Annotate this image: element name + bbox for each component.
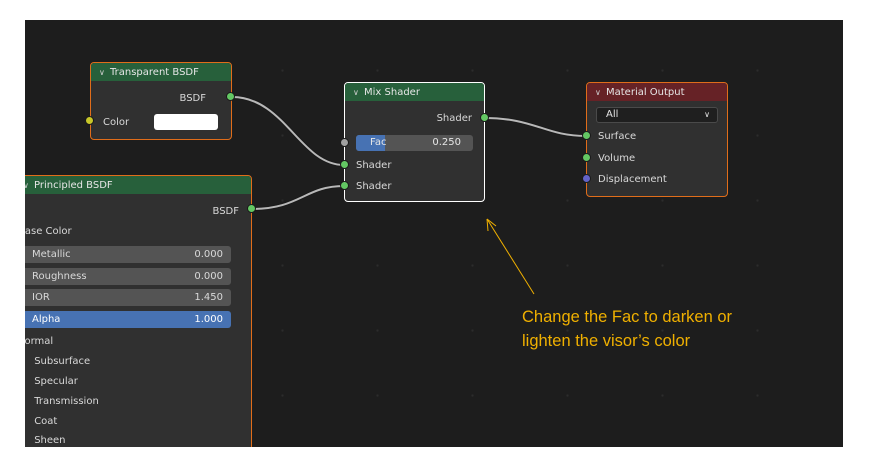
node-links xyxy=(231,95,587,295)
chevron-right-icon: › xyxy=(25,377,27,387)
principled-bsdf-header[interactable]: ∨ Principled BSDF xyxy=(25,176,251,194)
chevron-right-icon: › xyxy=(25,397,27,407)
principled-bsdf-output-socket[interactable] xyxy=(247,204,256,213)
node-title: Transparent BSDF xyxy=(110,66,199,78)
link-transparent-to-mix xyxy=(231,95,345,167)
panel-label: Specular xyxy=(34,376,78,387)
target-value: All xyxy=(606,109,619,120)
mix-shader-1-input-socket[interactable] xyxy=(340,160,349,169)
panel-label: Subsurface xyxy=(34,356,91,367)
mix-shader-2-input-socket[interactable] xyxy=(340,181,349,190)
node-title: Mix Shader xyxy=(364,86,420,98)
chevron-down-icon[interactable]: ∨ xyxy=(99,67,105,77)
material-output-node[interactable]: ∨ Material Output All ∨ Surface Volume D… xyxy=(586,82,728,197)
ior-field[interactable]: IOR 1.450 xyxy=(25,289,231,306)
roughness-value: 0.000 xyxy=(194,271,223,282)
node-title: Material Output xyxy=(606,86,685,98)
link-mix-to-output xyxy=(483,116,587,138)
panel-label: Transmission xyxy=(34,396,99,407)
metallic-field[interactable]: Metallic 0.000 xyxy=(25,246,231,263)
panel-sheen[interactable]: › Sheen xyxy=(25,435,66,446)
alpha-value: 1.000 xyxy=(194,314,223,325)
base-color-label: Base Color xyxy=(25,226,72,237)
ior-label: IOR xyxy=(32,292,50,303)
transparent-color-input-socket[interactable] xyxy=(85,116,94,125)
output-volume-socket[interactable] xyxy=(582,153,591,162)
color-label: Color xyxy=(103,117,130,128)
alpha-field[interactable]: Alpha 1.000 xyxy=(25,311,231,328)
chevron-down-icon[interactable]: ∨ xyxy=(25,180,29,190)
mix-fac-input-socket[interactable] xyxy=(340,138,349,147)
annotation-text: Change the Fac to darken or lighten the … xyxy=(522,305,732,353)
panel-subsurface[interactable]: › Subsurface xyxy=(25,356,90,367)
displacement-label: Displacement xyxy=(598,174,667,185)
panel-coat[interactable]: › Coat xyxy=(25,416,57,427)
normal-label: Normal xyxy=(25,336,54,347)
principled-bsdf-node[interactable]: ∨ Principled BSDF BSDF Base Color Metall… xyxy=(25,175,252,447)
node-title: Principled BSDF xyxy=(34,179,113,191)
panel-transmission[interactable]: › Transmission xyxy=(25,396,99,407)
annotation-line-1: Change the Fac to darken or xyxy=(522,308,733,326)
node-editor-canvas[interactable]: ∨ Transparent BSDF BSDF Color ∨ Mix Shad… xyxy=(25,20,843,447)
chevron-down-icon[interactable]: ∨ xyxy=(353,87,359,97)
panel-specular[interactable]: › Specular xyxy=(25,376,78,387)
transparent-bsdf-node[interactable]: ∨ Transparent BSDF BSDF Color xyxy=(90,62,232,140)
chevron-down-icon[interactable]: ∨ xyxy=(595,87,601,97)
output-bsdf-label: BSDF xyxy=(179,93,206,104)
chevron-right-icon: › xyxy=(25,417,27,427)
output-shader-label: Shader xyxy=(436,113,472,124)
fac-slider[interactable]: Fac 0.250 xyxy=(356,135,473,151)
metallic-label: Metallic xyxy=(32,249,71,260)
annotation-arrow-head xyxy=(486,218,497,232)
chevron-right-icon: › xyxy=(25,357,27,367)
mix-shader-header[interactable]: ∨ Mix Shader xyxy=(345,83,484,101)
output-surface-socket[interactable] xyxy=(582,131,591,140)
mix-output-socket[interactable] xyxy=(480,113,489,122)
input-shader-1-label: Shader xyxy=(356,160,392,171)
output-displacement-socket[interactable] xyxy=(582,174,591,183)
mix-shader-node[interactable]: ∨ Mix Shader Shader Fac 0.250 Shader Sha… xyxy=(344,82,485,202)
roughness-field[interactable]: Roughness 0.000 xyxy=(25,268,231,285)
metallic-value: 0.000 xyxy=(194,249,223,260)
transparent-bsdf-header[interactable]: ∨ Transparent BSDF xyxy=(91,63,231,81)
surface-label: Surface xyxy=(598,131,637,142)
roughness-label: Roughness xyxy=(32,271,87,282)
annotation-arrow-line xyxy=(486,218,535,295)
color-swatch[interactable] xyxy=(154,114,218,130)
material-output-header[interactable]: ∨ Material Output xyxy=(587,83,727,101)
target-dropdown[interactable]: All ∨ xyxy=(596,107,718,123)
output-bsdf-label: BSDF xyxy=(212,206,239,217)
link-principled-to-mix xyxy=(251,184,345,211)
fac-value: 0.250 xyxy=(432,137,461,148)
chevron-down-icon: ∨ xyxy=(704,110,710,119)
panel-label: Coat xyxy=(34,416,58,427)
ior-value: 1.450 xyxy=(194,292,223,303)
transparent-bsdf-output-socket[interactable] xyxy=(226,92,235,101)
chevron-right-icon: › xyxy=(25,436,27,446)
panel-label: Sheen xyxy=(34,435,66,446)
annotation-line-2: lighten the visor’s color xyxy=(522,332,691,350)
input-shader-2-label: Shader xyxy=(356,181,392,192)
fac-label: Fac xyxy=(370,137,387,148)
volume-label: Volume xyxy=(598,153,636,164)
alpha-label: Alpha xyxy=(32,314,61,325)
fac-slider-fill xyxy=(356,135,386,151)
